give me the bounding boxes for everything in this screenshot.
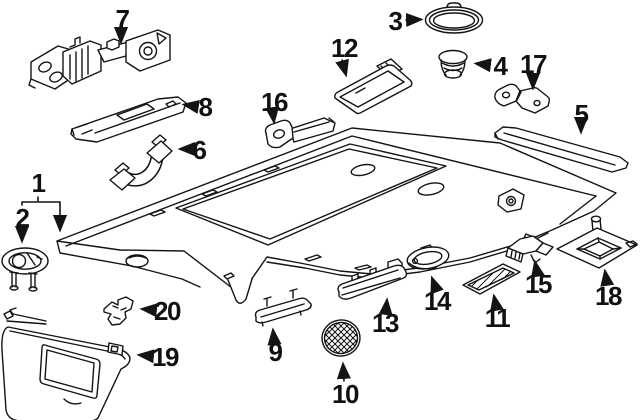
callout-8[interactable]: 8 bbox=[198, 92, 213, 122]
callout-7[interactable]: 7 bbox=[115, 4, 130, 34]
part-drawing-5[interactable] bbox=[494, 126, 629, 173]
callout-2[interactable]: 2 bbox=[15, 203, 30, 233]
callout-16[interactable]: 16 bbox=[261, 87, 288, 117]
part-drawing-17[interactable] bbox=[494, 83, 551, 114]
callout-13[interactable]: 13 bbox=[372, 308, 399, 338]
part-drawing-7[interactable] bbox=[28, 29, 171, 90]
callout-9[interactable]: 9 bbox=[268, 337, 283, 367]
part-drawing-8[interactable] bbox=[70, 96, 187, 143]
callout-11[interactable]: 11 bbox=[484, 303, 511, 333]
part-drawing-3[interactable] bbox=[424, 2, 484, 34]
part-drawing-6[interactable] bbox=[109, 134, 173, 191]
part-drawing-20[interactable] bbox=[103, 296, 134, 326]
part-drawing-13[interactable] bbox=[337, 258, 408, 300]
callout-6[interactable]: 6 bbox=[192, 135, 207, 165]
leader-lines bbox=[14, 12, 615, 382]
callout-4[interactable]: 4 bbox=[493, 51, 508, 81]
part-drawing-18[interactable] bbox=[556, 215, 638, 269]
part-drawing-2[interactable] bbox=[1, 247, 49, 292]
callout-3[interactable]: 3 bbox=[388, 6, 403, 36]
part-drawing-4[interactable] bbox=[438, 49, 468, 79]
part-drawing-19[interactable] bbox=[1, 307, 131, 420]
part-drawing-1-headliner[interactable] bbox=[56, 127, 617, 304]
callout-18[interactable]: 18 bbox=[595, 281, 622, 311]
part-drawing-12[interactable] bbox=[334, 58, 413, 115]
callout-1[interactable]: 1 bbox=[31, 168, 46, 198]
callout-19[interactable]: 19 bbox=[152, 342, 179, 372]
callout-12[interactable]: 12 bbox=[331, 33, 358, 63]
callout-15[interactable]: 15 bbox=[525, 269, 552, 299]
part-drawing-14[interactable] bbox=[405, 244, 450, 272]
part-drawing-9[interactable] bbox=[254, 288, 312, 327]
part-drawing-10[interactable] bbox=[294, 315, 388, 361]
callout-10[interactable]: 10 bbox=[332, 379, 359, 409]
part-drawing-16[interactable] bbox=[264, 117, 336, 149]
callout-17[interactable]: 17 bbox=[520, 49, 547, 79]
callout-20[interactable]: 20 bbox=[154, 296, 181, 326]
callout-14[interactable]: 14 bbox=[424, 286, 451, 316]
callout-5[interactable]: 5 bbox=[574, 99, 589, 129]
